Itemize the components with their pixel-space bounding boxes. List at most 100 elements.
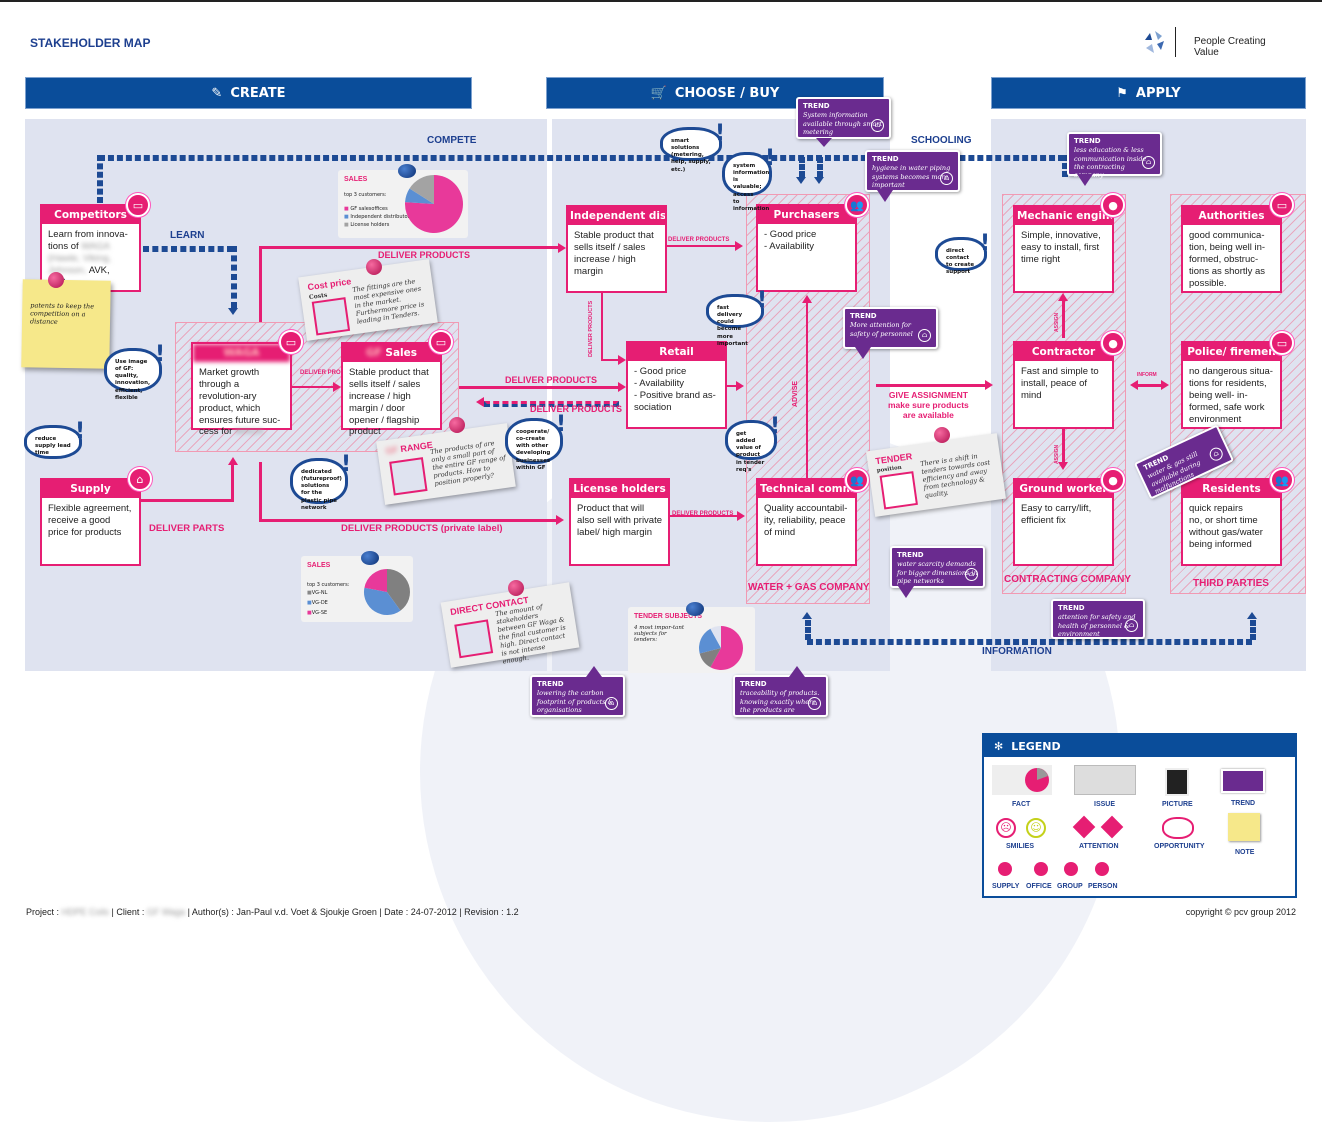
exclamation-icon: !: [769, 414, 780, 439]
trend-tail: [816, 138, 832, 147]
trend-text: hygiene in water piping systems becomes …: [872, 164, 951, 189]
cart-icon: 🛒: [650, 85, 667, 101]
card-title: Police/ firemen: [1183, 343, 1280, 361]
deliver-products-line: [259, 246, 559, 249]
card-body: Fast and simple to install, peace of min…: [1021, 366, 1099, 401]
card-body: Quality accountabil-ity, reliability, pe…: [764, 503, 848, 538]
arrowhead: [735, 241, 743, 251]
exclamation-icon: !: [979, 231, 990, 256]
redacted-text: GF: [365, 347, 386, 359]
legend-label-supply: SUPPLY: [992, 883, 1020, 890]
card-ground-worker[interactable]: Ground worker Easy to carry/lift, effici…: [1013, 478, 1114, 566]
information-arrowhead: [1247, 612, 1257, 619]
legend-sad-smiley-icon: ☹: [996, 818, 1016, 838]
exclamation-icon: !: [154, 342, 165, 367]
cloud-text: smart solutions (metering, help, supply,…: [671, 138, 711, 173]
exclamation-icon: !: [714, 121, 725, 146]
card-body: quick repairs no, or short time without …: [1189, 503, 1263, 550]
card-retail[interactable]: Retail - Good price - Availability - Pos…: [626, 341, 727, 429]
group-icon: 👥: [1270, 468, 1294, 492]
legend-label-attention: ATTENTION: [1079, 843, 1119, 850]
card-authorities[interactable]: Authorities good communica-tion, being w…: [1181, 205, 1282, 293]
opportunity-cloud-direct-contact: direct contact to create support!: [935, 231, 990, 275]
group-icon: 👥: [845, 468, 869, 492]
legend-fact-sample: [992, 765, 1052, 795]
retail-to-water-line: [727, 385, 737, 387]
trend-tail: [789, 666, 805, 677]
card-title: GF Sales: [343, 344, 440, 362]
card-title-text: Sales: [385, 347, 418, 359]
information-line-up-left: [805, 620, 811, 640]
pie-slice-vg-de: [364, 587, 401, 615]
footer-project-label: Project :: [26, 907, 62, 917]
fact-tender-subjects: TENDER SUBJECTS 4 most impor-tant subjec…: [628, 607, 755, 673]
card-license-holders[interactable]: License holders Product that will also s…: [569, 478, 670, 566]
information-arrowhead: [802, 612, 812, 619]
arrowhead: [618, 382, 626, 392]
card-contractor[interactable]: Contractor Fast and simple to install, p…: [1013, 341, 1114, 429]
trend-text: System information available through sma…: [803, 111, 883, 136]
fact-subtitle: 4 most impor-tant subjects for tenders:: [634, 625, 685, 643]
legend-attention-icon: [1072, 815, 1096, 839]
trend-heading: TREND: [850, 312, 877, 320]
legend-picture-sample: [1165, 768, 1189, 796]
cloud-text: Use image of GF: quality, innovation, ef…: [115, 359, 151, 401]
label-text: DELIVER PRODUCTS: [588, 300, 594, 357]
arrowhead: [736, 381, 744, 391]
trend-text: lowering the carbon footprint of product…: [537, 689, 614, 714]
card-independent-distr[interactable]: Independent distr. Stable product that s…: [566, 205, 667, 293]
fact-title: SALES: [344, 176, 368, 183]
note-text: The fittings are the most expensive ones…: [351, 277, 425, 326]
cloud-text: get added value of product in tender req…: [736, 431, 765, 473]
note-picture: [389, 457, 428, 496]
trend-icon: ⌂: [1125, 619, 1138, 632]
legend-attention-icon: [1100, 815, 1124, 839]
note-text: The amount of stakeholders between GF Wa…: [494, 602, 567, 666]
phase-label: APPLY: [1135, 85, 1181, 101]
card-residents[interactable]: Residents quick repairs no, or short tim…: [1181, 478, 1282, 566]
office-icon: ▭: [126, 193, 150, 217]
card-purchasers[interactable]: Purchasers - Good price - Availability: [756, 204, 857, 292]
supply-factory-icon: ⌂: [128, 467, 152, 491]
legend-label-person: PERSON: [1088, 883, 1118, 890]
pie-slice-vg-nl: [387, 569, 410, 611]
pie-chart-sales-2: [364, 569, 410, 615]
card-police-firemen[interactable]: Police/ firemen no dangerous situa-tions…: [1181, 341, 1282, 429]
dashed-deliver-line: [484, 401, 619, 407]
note-title: GF RANGE: [385, 440, 433, 457]
card-mechanic-engineer[interactable]: Mechanic engineer Simple, innovative, ea…: [1013, 205, 1114, 293]
note-text: patents to keep the competition on a dis…: [29, 301, 95, 326]
fact-subtitle: top 3 customers:: [344, 192, 387, 198]
arrowhead: [476, 397, 484, 407]
pcv-logo-icon: [1145, 31, 1164, 53]
fact-sales-1: SALES top 3 customers: ■ GF salesoffices…: [338, 170, 468, 238]
arrowhead: [985, 380, 993, 390]
legend-text: Independent distributors: [350, 214, 413, 220]
trend-heading: TREND: [1058, 604, 1085, 612]
brand-logo: People Creating Value: [1142, 27, 1292, 58]
push-pin-icon: [449, 417, 465, 433]
deliver-ind-label: DELIVER PRODUCTS: [668, 237, 730, 243]
card-sales[interactable]: GF Sales Stable product that sells itsel…: [341, 342, 442, 437]
card-title: Competitors: [42, 206, 139, 224]
deliver-lic-label: DELIVER PRODUCTS: [672, 511, 734, 517]
legend-entry: ■ Independent distributors: [344, 214, 413, 220]
sales-to-retail-line: [459, 386, 619, 389]
card-company[interactable]: WAGA Market growth through a revolution-…: [191, 342, 292, 437]
learn-line-down: [231, 246, 237, 308]
information-line: [807, 639, 1252, 645]
phase-create: ✎CREATE: [25, 77, 472, 109]
legend-label-group: GROUP: [1057, 883, 1083, 890]
card-title: Mechanic engineer: [1015, 207, 1112, 225]
trend-text: More attention for safety of personnel: [850, 321, 913, 338]
phase-label: CREATE: [230, 85, 286, 101]
pie-chart-tender-subjects: [699, 626, 743, 670]
card-title: Purchasers: [758, 206, 855, 224]
card-title: Technical committee: [758, 480, 855, 498]
arrowhead: [1161, 380, 1169, 390]
card-technical-committee[interactable]: Technical committee Quality accountabil-…: [756, 478, 857, 566]
card-supply[interactable]: Supply Flexible agreement, receive a goo…: [40, 478, 141, 566]
legend-label-trend: TREND: [1231, 800, 1256, 807]
